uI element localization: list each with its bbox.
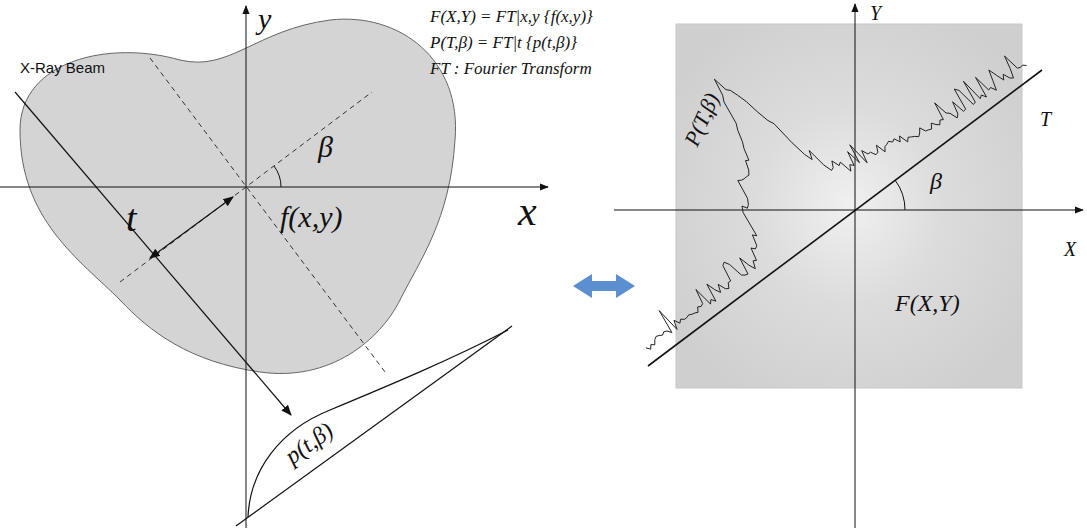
beam-label: X-Ray Beam (20, 60, 105, 77)
spectrum-square (676, 24, 1022, 388)
angle-label: β (930, 168, 942, 194)
note: FT : Fourier Transform (430, 60, 592, 79)
axis-label: y (258, 2, 271, 35)
function-label: F(X,Y) (895, 290, 960, 316)
axis-label: x (518, 188, 537, 234)
angle-label: β (318, 130, 333, 163)
projection-label: p(t,β) (280, 417, 338, 469)
axis-label: X (1064, 238, 1076, 260)
object-outline (20, 19, 456, 373)
axis-label: T (1040, 108, 1051, 130)
equation: F(X,Y) = FT|x,y {f(x,y)} (430, 8, 593, 27)
equivalence-arrow (573, 274, 635, 298)
distance-label: t (126, 198, 137, 240)
equation: P(T,β) = FT|t {p(t,β)} (430, 34, 577, 53)
axis-label: Y (870, 2, 881, 24)
function-label: f(x,y) (280, 200, 342, 233)
